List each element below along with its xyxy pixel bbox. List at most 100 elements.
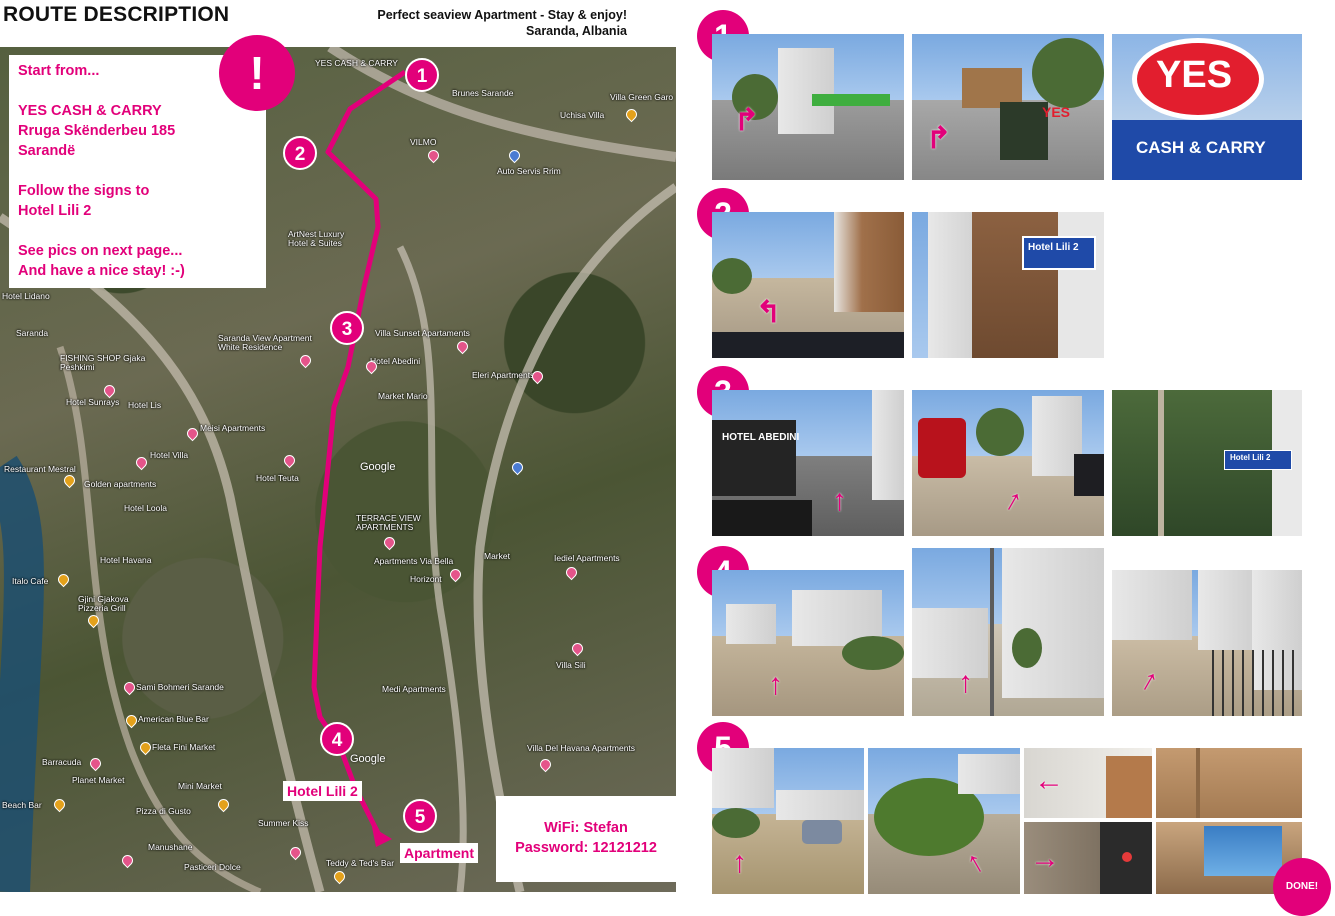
map-label: Manushane (148, 842, 193, 852)
apartment-label: Apartment (400, 843, 479, 863)
map-label: Market Mario (378, 391, 428, 401)
step-3-photo-1[interactable]: HOTEL ABEDINI ↑ (712, 390, 904, 536)
directions-line: Follow the signs to (18, 183, 150, 199)
map-label: Market (484, 551, 510, 561)
map-label: Gjini Gjakova Pizzeria Grill (78, 594, 129, 613)
map-label: YES CASH & CARRY (315, 58, 398, 68)
step-1-photo-2[interactable]: YES ↱ (912, 34, 1104, 180)
map-label: Hotel Havana (100, 555, 152, 565)
map-label: Planet Market (72, 775, 125, 785)
map-label: Saranda (16, 328, 49, 338)
map-label: TERRACE VIEW APARTMENTS (356, 513, 421, 532)
step-5-photo-5[interactable]: → (1024, 822, 1152, 894)
map-label: Teddy & Ted's Bar (326, 858, 395, 868)
directions-line: See pics on next page... (18, 243, 183, 259)
yes-logo: YES (1156, 54, 1233, 96)
map-label: Pizza di Gusto (136, 806, 191, 816)
step-5-photo-2[interactable]: ↑ (868, 748, 1020, 894)
map-label: Saranda View Apartment White Residence (218, 333, 312, 352)
cash-carry-sign: CASH & CARRY (1136, 138, 1266, 157)
map-label: Apartments Via Bella (374, 556, 454, 566)
google-watermark: Google (360, 461, 396, 473)
yes-sign: YES (1042, 104, 1071, 120)
directions-line (18, 161, 257, 181)
step-5-photo-1[interactable]: ↑ (712, 748, 864, 894)
route-step-3-marker: 3 (330, 311, 364, 345)
route-step-1-marker: 1 (405, 58, 439, 92)
subtitle-line-1: Perfect seaview Apartment - Stay & enjoy… (377, 8, 627, 22)
step-4-photo-3[interactable]: ↑ (1112, 570, 1302, 716)
map-label: FISHING SHOP Gjaka Peshkimi (60, 353, 146, 372)
map-label: Restaurant Mestral (4, 464, 76, 474)
wifi-password: Password: 12121212 (515, 840, 657, 856)
wifi-box: WiFi: Stefan Password: 12121212 (496, 796, 676, 882)
step-5-photo-3[interactable]: ← (1024, 748, 1152, 818)
step-1-photo-3[interactable]: YES CASH & CARRY (1112, 34, 1302, 180)
map-label: Villa Green Garo (610, 92, 674, 102)
hotel-label: Hotel Lili 2 (283, 781, 362, 801)
arrow-icon: ↑ (958, 666, 973, 699)
step-2-photo-1[interactable]: ↰ (712, 212, 904, 358)
map-label: Hotel Lidano (2, 291, 50, 301)
map-label: Pasticeri Dolce (184, 862, 241, 872)
subtitle-line-2: Saranda, Albania (526, 24, 627, 38)
map-label: Uchisa Villa (560, 110, 605, 120)
map-label: Golden apartments (84, 479, 157, 489)
map-label: VILMO (410, 137, 437, 147)
map-label: Brunes Sarande (452, 88, 514, 98)
map-label: Iediel Apartments (554, 553, 620, 563)
map-label: Medi Apartments (382, 684, 446, 694)
map-label: Villa Del Havana Apartments (527, 743, 636, 753)
exclamation-icon: ! (219, 35, 295, 111)
map-label: Hotel Abedini (370, 356, 421, 366)
map-label: Hotel Sunrays (66, 397, 120, 407)
map-label: Fleta Fini Market (152, 742, 216, 752)
map-label: Hotel Teuta (256, 473, 299, 483)
arrow-icon: → (1030, 842, 1060, 875)
arrow-icon: ← (1034, 764, 1064, 797)
directions-line: Hotel Lili 2 (18, 203, 92, 219)
directions-line: And have a nice stay! :-) (18, 263, 185, 279)
map-label: Italo Cafe (12, 576, 49, 586)
arrow-icon: ↱ (734, 104, 760, 137)
map-label: American Blue Bar (138, 714, 209, 724)
satellite-map[interactable]: YES CASH & CARRY Brunes Sarande Villa Gr… (0, 47, 676, 892)
arrow-icon: ↱ (926, 122, 952, 155)
step-4-photo-1[interactable]: ↑ (712, 570, 904, 716)
directions-line: Sarandë (18, 143, 76, 159)
step-3-photo-2[interactable]: ↑ (912, 390, 1104, 536)
map-label: Barracuda (42, 757, 82, 767)
directions-line: Rruga Skënderbeu 185 (18, 123, 176, 139)
step-5-photo-4[interactable] (1156, 748, 1302, 818)
map-label: ArtNest Luxury Hotel & Suites (288, 229, 345, 248)
route-line (311, 69, 407, 839)
page-subtitle: Perfect seaview Apartment - Stay & enjoy… (300, 7, 627, 39)
map-roads (0, 47, 676, 892)
map-label: Meisi Apartments (200, 423, 266, 433)
directions-box: Start from... YES CASH & CARRY Rruga Skë… (9, 55, 266, 288)
wifi-name: WiFi: Stefan (544, 820, 628, 836)
route-step-4-marker: 4 (320, 722, 354, 756)
map-label: Summer Kiss (258, 818, 309, 828)
map-label: Villa Sili (556, 660, 586, 670)
lili-direction-sign: Hotel Lili 2 (1230, 453, 1271, 462)
map-label: Sami Bohmeri Sarande (136, 682, 224, 692)
step-1-photo-1[interactable]: ↱ (712, 34, 904, 180)
done-badge: DONE! (1273, 858, 1331, 916)
step-2-photo-2[interactable]: Hotel Lili 2 (912, 212, 1104, 358)
directions-line: Start from... (18, 63, 100, 79)
google-watermark: Google (350, 753, 386, 765)
arrow-icon: ↑ (732, 846, 747, 879)
step-3-photo-3[interactable]: Hotel Lili 2 (1112, 390, 1302, 536)
map-label: Hotel Loola (124, 503, 168, 513)
arrow-icon: ↰ (756, 296, 782, 329)
arrow-icon: ↑ (832, 484, 847, 517)
route-step-5-marker: 5 (403, 799, 437, 833)
step-4-photo-2[interactable]: ↑ (912, 548, 1104, 716)
map-label: Auto Servis Rrim (497, 166, 561, 176)
directions-line (18, 221, 257, 241)
map-label: Hotel Lis (128, 400, 162, 410)
directions-line: YES CASH & CARRY (18, 103, 162, 119)
map-label: Hotel Villa (150, 450, 189, 460)
page-title: ROUTE DESCRIPTION (3, 3, 230, 26)
